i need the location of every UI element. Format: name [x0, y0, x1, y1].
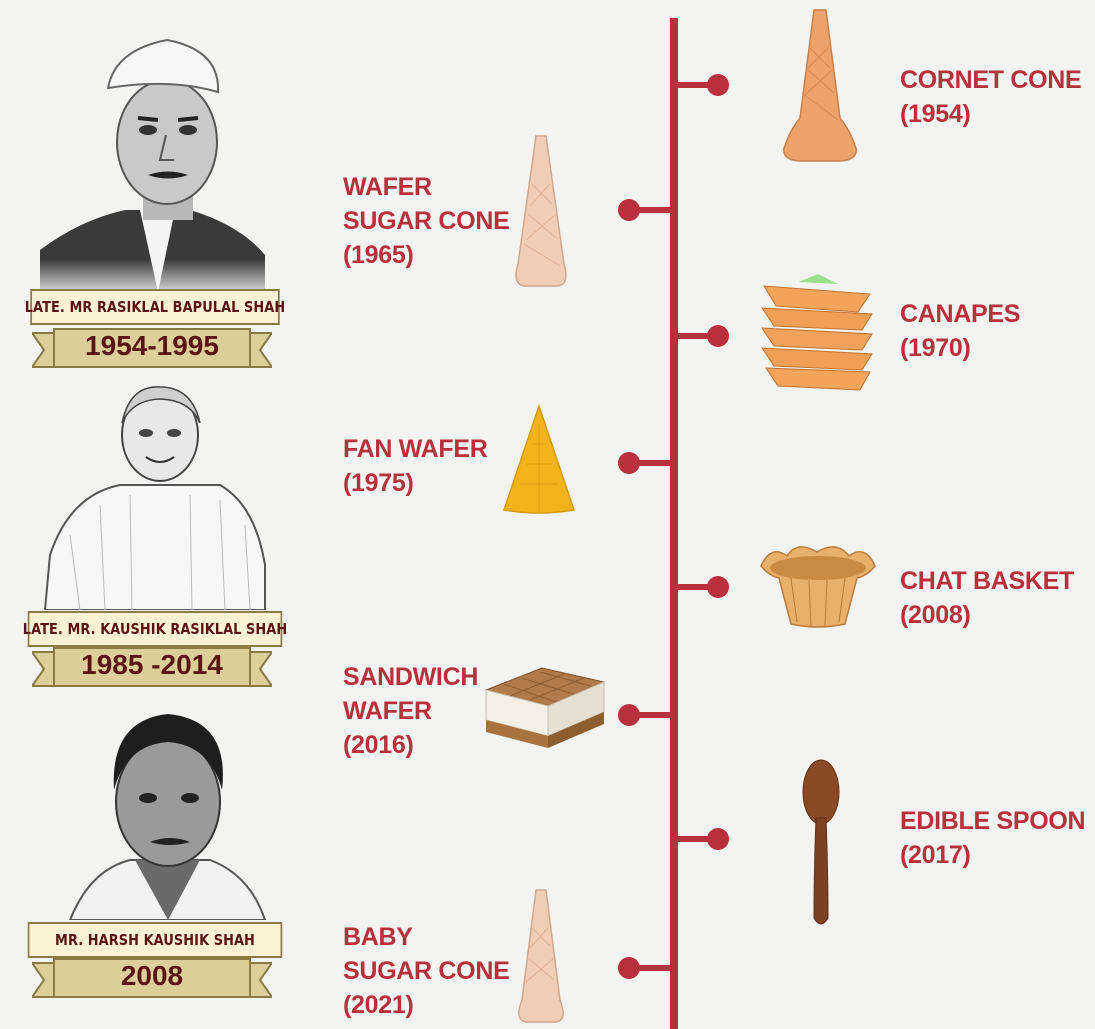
- founder-2-portrait: [40, 385, 270, 610]
- cornet-cone-label: CORNET CONE(1954): [900, 66, 1082, 128]
- founder-1-years-banner: 1954-1995: [32, 327, 272, 371]
- chat-basket-label: CHAT BASKET(2008): [900, 567, 1075, 629]
- founder-3-portrait: [40, 710, 270, 920]
- cornet-cone-image: [780, 8, 860, 163]
- founder-2-years: 1985 -2014: [81, 649, 223, 680]
- founder-1-portrait: [40, 30, 270, 292]
- edible-spoon-label: EDIBLE SPOON(2017): [900, 807, 1086, 869]
- timeline-dot: [618, 957, 640, 979]
- timeline-spine: [670, 18, 678, 1029]
- founder-3-years: 2008: [120, 960, 184, 991]
- canapes-image: [758, 272, 878, 394]
- timeline-branch: [676, 333, 718, 339]
- timeline-branch: [630, 965, 672, 971]
- baby-sugar-cone-image: [512, 888, 570, 1026]
- wafer-sugar-cone-image: [510, 134, 572, 289]
- timeline-branch: [676, 584, 718, 590]
- founder-1-name: LATE. MR RASIKLAL BAPULAL SHAH: [25, 289, 285, 325]
- timeline-dot: [707, 74, 729, 96]
- chat-basket-image: [757, 538, 879, 630]
- timeline-dot: [707, 828, 729, 850]
- founder-2-years-banner: 1985 -2014: [32, 646, 272, 690]
- timeline-dot: [618, 704, 640, 726]
- timeline-dot: [618, 452, 640, 474]
- sandwich-wafer-image: [482, 660, 608, 756]
- founder-1-years: 1954-1995: [85, 330, 219, 361]
- edible-spoon-image: [800, 758, 842, 930]
- timeline-branch: [630, 460, 672, 466]
- timeline-dot: [707, 576, 729, 598]
- founder-3-years-banner: 2008: [32, 957, 272, 1001]
- timeline-branch: [676, 82, 718, 88]
- fan-wafer-label: FAN WAFER(1975): [343, 435, 488, 497]
- timeline-dot: [618, 199, 640, 221]
- canapes-label: CANAPES(1970): [900, 300, 1021, 362]
- timeline-branch: [630, 712, 672, 718]
- founder-2-name: LATE. MR. KAUSHIK RASIKLAL SHAH: [23, 611, 287, 647]
- timeline-branch: [630, 207, 672, 213]
- timeline-dot: [707, 325, 729, 347]
- timeline-branch: [676, 836, 718, 842]
- fan-wafer-image: [502, 404, 576, 516]
- founder-3-name: MR. HARSH KAUSHIK SHAH: [27, 922, 283, 958]
